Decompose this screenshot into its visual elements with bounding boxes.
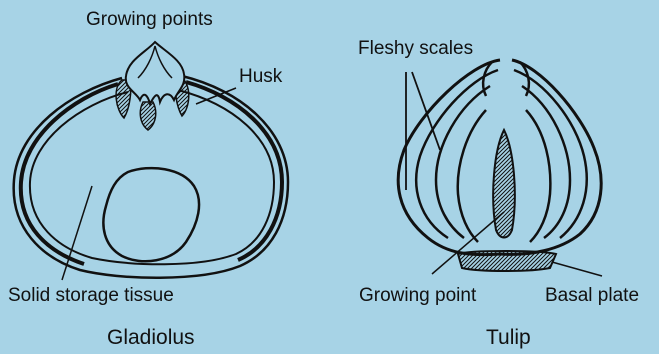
tulip-scale-4r xyxy=(526,110,550,242)
title-gladiolus: Gladiolus xyxy=(107,326,195,350)
label-growing-points: Growing points xyxy=(86,9,213,31)
tulip-scale-4 xyxy=(458,110,486,242)
tulip-basal-plate xyxy=(458,251,556,271)
label-basal-plate: Basal plate xyxy=(545,285,639,307)
tulip-bulb xyxy=(398,60,602,276)
leader-basal-plate xyxy=(552,262,602,276)
tulip-scale-2r xyxy=(514,70,587,238)
label-growing-point: Growing point xyxy=(359,285,476,307)
gladiolus-husk-band-right xyxy=(186,82,282,260)
gladiolus-growing-bud xyxy=(126,42,185,104)
tulip-growing-point xyxy=(493,130,515,238)
leader-storage xyxy=(62,186,92,280)
label-husk: Husk xyxy=(239,66,282,88)
label-fleshy-scales: Fleshy scales xyxy=(358,38,473,60)
title-tulip: Tulip xyxy=(486,326,531,350)
label-solid-storage-tissue: Solid storage tissue xyxy=(8,285,174,307)
gladiolus-husk-band-left xyxy=(21,84,118,264)
gladiolus-cavity xyxy=(103,168,199,261)
leader-fleshy-2 xyxy=(412,72,440,150)
gladiolus-central-bud xyxy=(140,102,155,130)
